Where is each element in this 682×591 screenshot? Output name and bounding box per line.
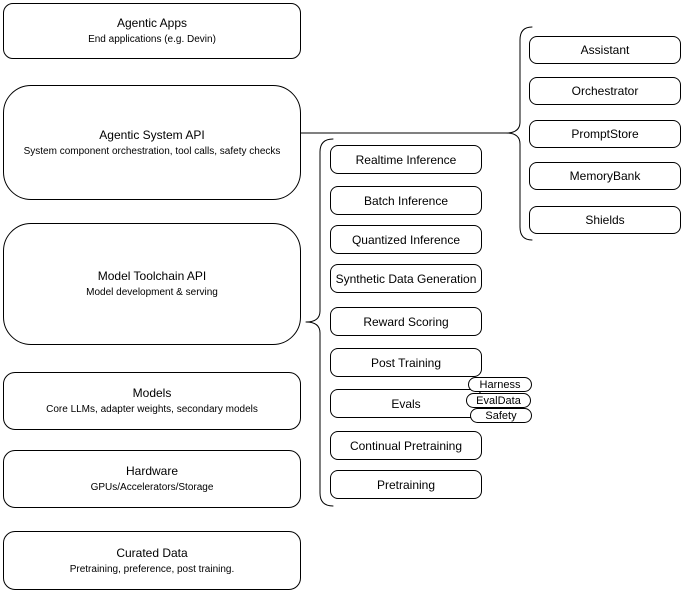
box-subtitle: Core LLMs, adapter weights, secondary mo… — [46, 404, 258, 415]
component-box-label: Assistant — [580, 43, 630, 57]
box-model-toolchain-api: Model Toolchain API Model development & … — [3, 223, 301, 345]
toolchain-brace — [305, 138, 334, 507]
box-models: Models Core LLMs, adapter weights, secon… — [3, 372, 301, 430]
evals-pill-label: Harness — [479, 378, 521, 391]
box-subtitle: End applications (e.g. Devin) — [88, 34, 216, 45]
toolchain-box-realtime-inference: Realtime Inference — [330, 145, 482, 174]
toolchain-box-label: Pretraining — [376, 477, 436, 492]
system-components-brace — [505, 26, 533, 241]
evals-pill-harness: Harness — [468, 377, 532, 392]
toolchain-box-label: Continual Pretraining — [349, 438, 463, 453]
evals-pill-label: EvalData — [476, 394, 521, 407]
box-hardware: Hardware GPUs/Accelerators/Storage — [3, 450, 301, 508]
toolchain-box-label: Reward Scoring — [363, 314, 449, 329]
component-box-label: MemoryBank — [569, 169, 641, 183]
evals-pill-evaldata: EvalData — [466, 393, 531, 408]
box-subtitle: System component orchestration, tool cal… — [23, 145, 281, 157]
evals-pill-label: Safety — [485, 409, 517, 422]
component-box-label: Orchestrator — [571, 84, 639, 98]
component-box-memorybank: MemoryBank — [529, 162, 681, 190]
toolchain-box-evals: Evals — [330, 389, 482, 418]
component-box-assistant: Assistant — [529, 36, 681, 64]
box-title: Model Toolchain API — [97, 269, 207, 283]
component-box-label: Shields — [585, 213, 625, 227]
toolchain-box-label: Synthetic Data Generation — [335, 271, 477, 286]
box-agentic-system-api: Agentic System API System component orch… — [3, 85, 301, 200]
toolchain-box-label: Quantized Inference — [351, 232, 461, 247]
toolchain-box-label: Realtime Inference — [355, 152, 457, 167]
toolchain-box-label: Evals — [391, 396, 421, 411]
toolchain-box-pretraining: Pretraining — [330, 470, 482, 499]
toolchain-box-quantized-inference: Quantized Inference — [330, 225, 482, 254]
box-title: Agentic Apps — [116, 16, 188, 30]
box-subtitle: Model development & serving — [86, 287, 218, 298]
box-title: Curated Data — [116, 545, 188, 560]
toolchain-box-synthetic-data-generation: Synthetic Data Generation — [330, 264, 482, 293]
component-box-promptstore: PromptStore — [529, 120, 681, 148]
toolchain-box-batch-inference: Batch Inference — [330, 186, 482, 215]
box-title: Hardware — [125, 464, 179, 478]
box-subtitle: GPUs/Accelerators/Storage — [90, 482, 214, 493]
box-title: Models — [132, 386, 172, 400]
toolchain-box-label: Post Training — [370, 355, 442, 370]
component-box-shields: Shields — [529, 206, 681, 234]
evals-pill-safety: Safety — [470, 408, 532, 423]
toolchain-box-continual-pretraining: Continual Pretraining — [330, 431, 482, 460]
component-box-orchestrator: Orchestrator — [529, 77, 681, 105]
box-agentic-apps: Agentic Apps End applications (e.g. Devi… — [3, 3, 301, 59]
toolchain-box-reward-scoring: Reward Scoring — [330, 307, 482, 336]
toolchain-box-label: Batch Inference — [363, 193, 449, 208]
box-title: Agentic System API — [99, 127, 205, 142]
box-curated-data: Curated Data Pretraining, preference, po… — [3, 531, 301, 590]
component-box-label: PromptStore — [571, 127, 639, 141]
box-subtitle: Pretraining, preference, post training. — [69, 563, 235, 575]
toolchain-box-post-training: Post Training — [330, 348, 482, 377]
